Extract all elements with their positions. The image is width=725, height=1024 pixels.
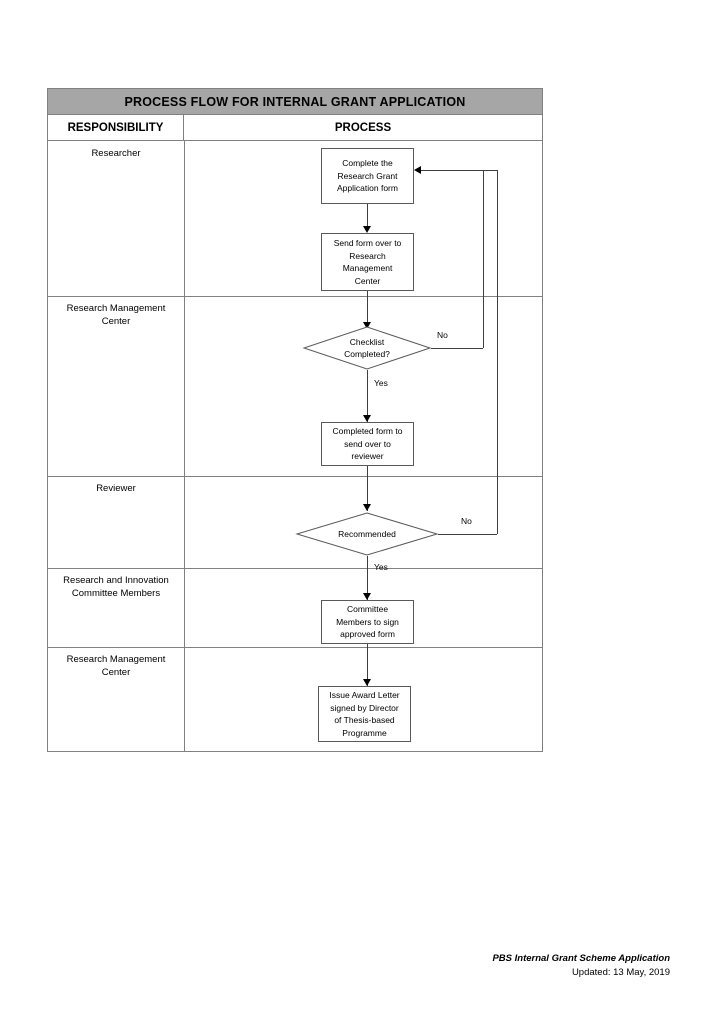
edge-label-recommended-no: No: [461, 516, 472, 526]
row-separator-1: [48, 296, 542, 297]
connector-recommended-no-horizontal: [438, 534, 497, 535]
edge-label-checklist-yes: Yes: [374, 378, 388, 388]
connector-recommended-no-return: [421, 170, 497, 171]
column-header-process-label: PROCESS: [334, 121, 392, 134]
connector-complete-to-send: [367, 204, 368, 229]
diamond-shape-recommended: [295, 512, 439, 556]
flow-node-committee-sign: Committee Members to sign approved form: [321, 600, 414, 644]
arrowhead-complete-to-send: [363, 226, 371, 233]
connector-recommended-no-vertical: [497, 170, 498, 534]
responsibility-reviewer: Reviewer: [96, 483, 136, 494]
footer: PBS Internal Grant Scheme Application Up…: [492, 952, 670, 980]
column-header-process: PROCESS: [184, 115, 542, 141]
connector-committee-to-award: [367, 644, 368, 686]
responsibility-committee: Research and Innovation Committee Member…: [63, 575, 169, 599]
responsibility-rmc-2: Research Management Center: [66, 654, 166, 678]
arrowhead-recommended-yes: [363, 593, 371, 600]
edge-label-recommended-yes: Yes: [374, 562, 388, 572]
flow-node-checklist-completed: Checklist Completed?: [302, 326, 432, 370]
row-separator-4: [48, 647, 542, 648]
arrowhead-committee-to-award: [363, 679, 371, 686]
responsibility-rmc-1: Research Management Center: [66, 303, 166, 327]
connector-checklist-yes: [367, 370, 368, 422]
responsibility-researcher: Researcher: [91, 148, 141, 159]
connector-completed-to-recommended: [367, 466, 368, 511]
footer-updated-date: Updated: 13 May, 2019: [571, 967, 670, 978]
diamond-shape-checklist: [302, 326, 432, 370]
row-separator-3: [48, 568, 542, 569]
document-title-bar: PROCESS FLOW FOR INTERNAL GRANT APPLICAT…: [48, 89, 542, 115]
arrowhead-checklist-yes: [363, 415, 371, 422]
footer-document-name: PBS Internal Grant Scheme Application: [492, 953, 670, 964]
flow-node-send-form: Send form over to Research Management Ce…: [321, 233, 414, 291]
edge-label-checklist-no: No: [437, 330, 448, 340]
flow-node-issue-award-letter: Issue Award Letter signed by Director of…: [318, 686, 411, 742]
row-separator-2: [48, 476, 542, 477]
arrowhead-checklist-no-return: [414, 166, 421, 174]
column-header-responsibility-label: RESPONSIBILITY: [67, 121, 164, 134]
page-title: PROCESS FLOW FOR INTERNAL GRANT APPLICAT…: [124, 94, 466, 109]
connector-send-to-checklist: [367, 291, 368, 329]
column-header-responsibility: RESPONSIBILITY: [48, 115, 184, 141]
arrowhead-send-to-checklist: [363, 322, 371, 329]
column-divider: [184, 141, 185, 751]
connector-checklist-no-vertical: [483, 170, 484, 348]
flow-node-completed-form-to-reviewer: Completed form to send over to reviewer: [321, 422, 414, 466]
connector-recommended-yes: [367, 556, 368, 600]
arrowhead-completed-to-recommended: [363, 504, 371, 511]
flow-node-recommended: Recommended: [295, 512, 439, 556]
process-flow-table: PROCESS FLOW FOR INTERNAL GRANT APPLICAT…: [47, 88, 543, 752]
flow-node-complete-form: Complete the Research Grant Application …: [321, 148, 414, 204]
connector-checklist-no-horizontal: [431, 348, 483, 349]
